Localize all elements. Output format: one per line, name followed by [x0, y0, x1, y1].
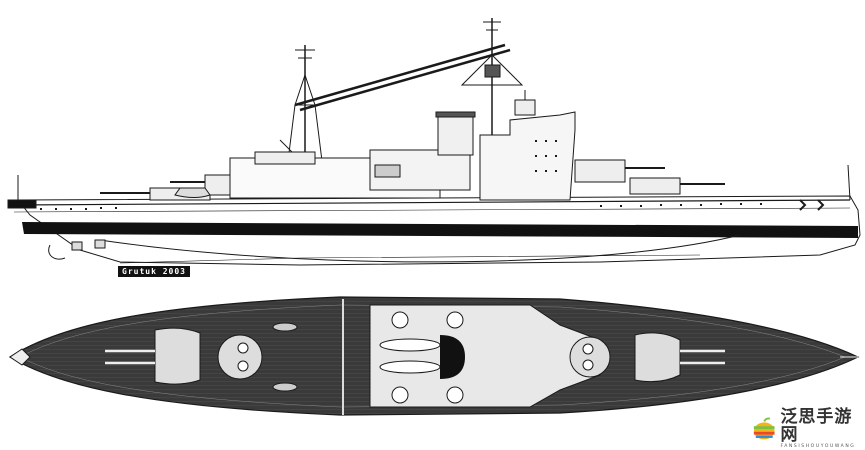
watermark-subtitle: FANSISHOUYOUWANG: [780, 444, 856, 449]
artist-signature: Grutuk 2003: [118, 266, 190, 277]
apple-logo-icon: [753, 417, 775, 440]
ship-deck-plan: [8, 296, 860, 416]
watermark-title: 泛思手游网: [780, 407, 853, 445]
site-watermark: 泛思手游网 FANSISHOUYOUWANG: [752, 408, 865, 450]
ship-side-profile: [7, 18, 861, 266]
